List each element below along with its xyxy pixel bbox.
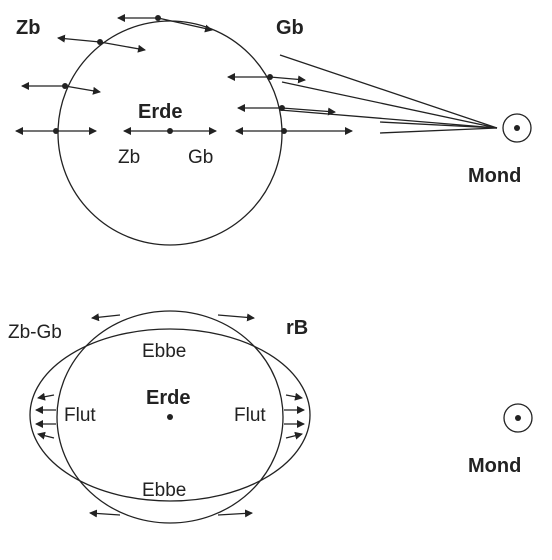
label-rb: rB bbox=[286, 317, 308, 339]
tidal-bulge-ellipse bbox=[29, 328, 311, 502]
earth-outline-bottom bbox=[56, 310, 284, 524]
moon-top bbox=[502, 113, 532, 143]
label-gb: Gb bbox=[276, 17, 304, 39]
earth-label-bottom: Erde bbox=[146, 387, 190, 409]
earth-center-dot bbox=[167, 414, 173, 420]
moon-label-top: Mond bbox=[468, 165, 521, 187]
label-zb-gb: Zb-Gb bbox=[8, 322, 62, 343]
label-ebbe-top: Ebbe bbox=[142, 341, 186, 362]
moon-bottom bbox=[503, 403, 533, 433]
center-label-zb: Zb bbox=[118, 147, 140, 168]
moon-pull-lines bbox=[279, 54, 498, 134]
label-flut-right: Flut bbox=[234, 405, 266, 426]
label-zb: Zb bbox=[16, 17, 40, 39]
tidal-force-arrows bbox=[35, 313, 305, 518]
bottom-panel: Zb-Gb rB Ebbe Ebbe Flut Flut Erde Mond bbox=[8, 310, 533, 524]
force-arrows-top bbox=[15, 14, 353, 135]
label-ebbe-bottom: Ebbe bbox=[142, 480, 186, 501]
top-panel: Zb Gb Erde Zb Gb Mond bbox=[15, 14, 532, 246]
earth-label-top: Erde bbox=[138, 101, 182, 123]
moon-label-bottom: Mond bbox=[468, 455, 521, 477]
center-label-gb: Gb bbox=[188, 147, 213, 168]
label-flut-left: Flut bbox=[64, 405, 96, 426]
